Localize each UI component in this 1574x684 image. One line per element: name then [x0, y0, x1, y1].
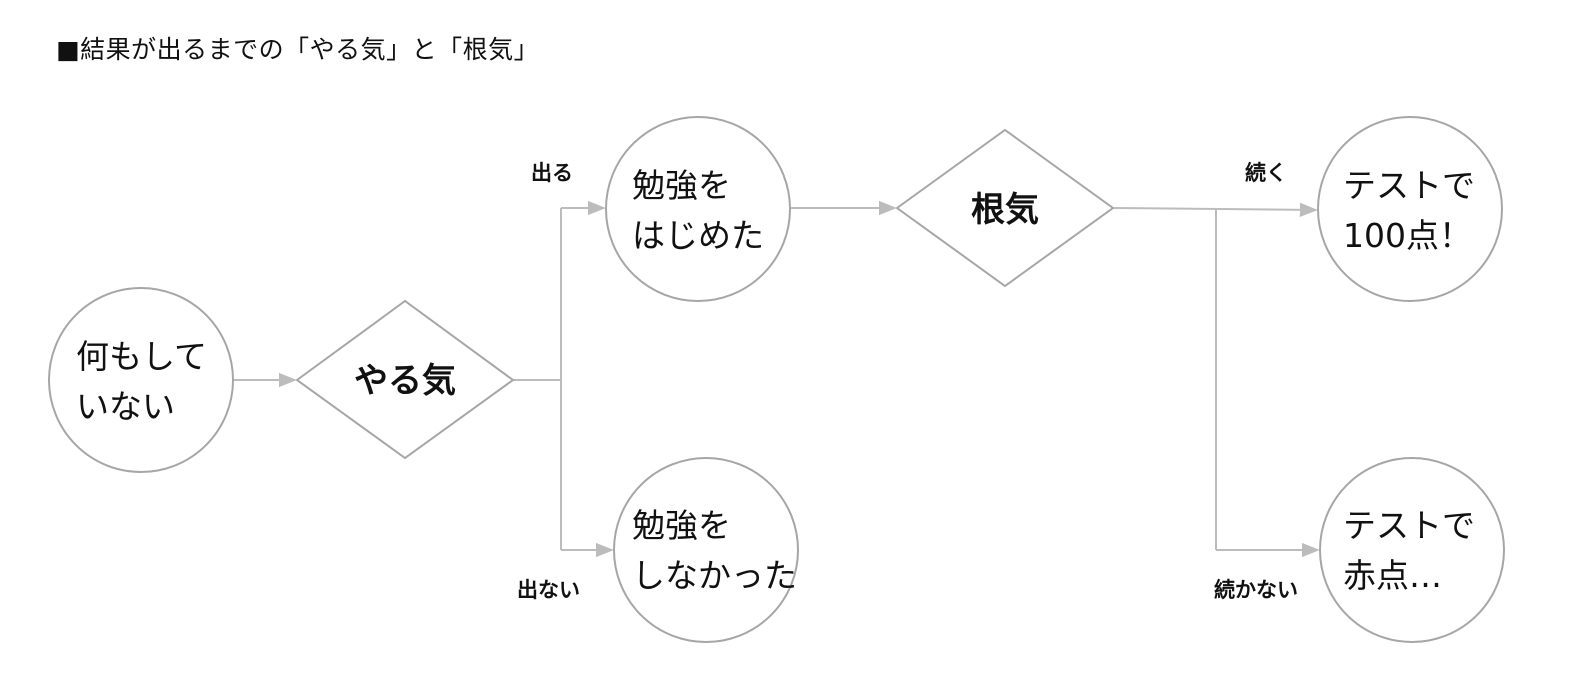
decision-motivation-label: やる気 [354, 361, 456, 401]
node-start-line-1: 何もして [76, 337, 207, 376]
diagram-title: ■結果が出るまでの「やる気」と「根気」 [56, 35, 540, 64]
node-start-line-2: いない [76, 387, 175, 426]
node-test-fail-line-1: テストで [1343, 506, 1475, 545]
node-test-100-circle [1317, 116, 1503, 302]
node-test-100: テストで 100点！ [1317, 116, 1503, 302]
node-test-fail-line-2: 赤点… [1343, 556, 1442, 595]
node-no-study-line-2: しなかった [632, 556, 797, 595]
node-study-started: 勉強を はじめた [605, 116, 791, 302]
decision-persistence-label: 根気 [971, 190, 1039, 230]
node-test-fail: テストで 赤点… [1319, 457, 1505, 643]
decision-motivation-diamond [295, 299, 515, 460]
edge-label-motivation-no: 出ない [517, 578, 580, 602]
connectors [233, 200, 1320, 558]
node-no-study-line-1: 勉強を [632, 506, 731, 545]
edge-label-persistence-yes: 続く [1245, 161, 1287, 185]
node-no-study: 勉強を しなかった [613, 457, 799, 643]
node-no-study-circle [613, 457, 799, 643]
edge-persistence-yes [1112, 202, 1318, 218]
node-study-started-circle [605, 116, 791, 302]
decision-motivation: やる気 [295, 299, 515, 460]
node-study-started-line-2: はじめた [632, 216, 764, 255]
node-test-fail-circle [1319, 457, 1505, 643]
edge-label-motivation-yes: 出る [531, 161, 573, 185]
node-start-circle [48, 287, 234, 473]
node-start: 何もして いない [48, 287, 234, 473]
decision-persistence: 根気 [895, 128, 1115, 288]
edge-label-persistence-no: 続かない [1214, 578, 1298, 602]
node-study-started-line-1: 勉強を [632, 166, 731, 205]
node-test-100-line-1: テストで [1343, 166, 1475, 205]
node-test-100-line-2: 100点！ [1343, 216, 1472, 255]
decision-persistence-diamond [895, 128, 1115, 288]
